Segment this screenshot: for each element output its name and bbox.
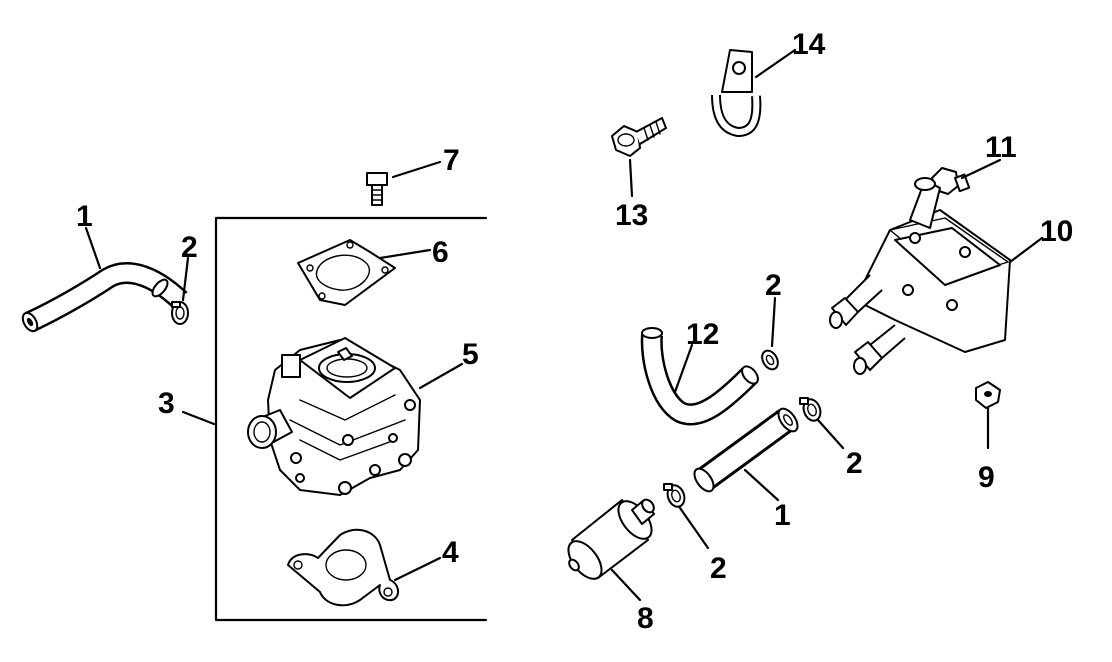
leader-line-14 <box>754 48 797 79</box>
leader-line-13 <box>628 158 634 198</box>
hose-clamp-upper <box>761 349 779 371</box>
carburetor-gasket-upper <box>297 239 396 306</box>
callout-12: 12 <box>686 318 719 351</box>
fuel-hose-straight <box>693 407 799 493</box>
leader-line-11 <box>960 158 1002 180</box>
leader-line-4 <box>393 556 442 582</box>
carburetor-gasket-lower <box>287 528 399 607</box>
fuel-hose-left <box>21 262 188 333</box>
callout-3: 3 <box>158 387 175 420</box>
callout-2-lower: 2 <box>710 552 727 585</box>
bolt <box>611 117 667 157</box>
leader-line-2-lower <box>678 506 710 550</box>
leader-line-12 <box>673 343 694 394</box>
fuel-hose-curved <box>640 327 759 426</box>
leader-line-1-straight <box>743 468 780 502</box>
leader-line-6 <box>378 248 432 260</box>
callout-1-left: 1 <box>76 200 93 233</box>
leader-line-10 <box>1008 236 1044 264</box>
callout-14: 14 <box>792 28 826 61</box>
callout-7: 7 <box>443 144 460 177</box>
leader-line-7 <box>391 160 442 179</box>
leader-line-1-left <box>84 226 102 270</box>
callout-2-right: 2 <box>846 447 863 480</box>
leader-line-2-left <box>181 256 190 302</box>
callout-2-left: 2 <box>181 231 198 264</box>
hose-clamp-right <box>799 397 822 422</box>
kit-bracket <box>214 216 488 622</box>
leader-line-8 <box>610 568 642 602</box>
fuel-filter <box>567 498 655 580</box>
callout-1-straight: 1 <box>774 499 791 532</box>
hose-clamp-left <box>171 301 189 325</box>
hex-nut <box>975 381 1001 409</box>
callout-10: 10 <box>1040 215 1073 248</box>
callout-5: 5 <box>462 338 479 371</box>
carburetor <box>247 337 421 496</box>
callout-8: 8 <box>637 602 654 635</box>
leader-line-2-upper <box>770 296 777 348</box>
fuel-pump <box>829 177 1011 375</box>
hose-clip <box>711 49 762 138</box>
callout-2-upper: 2 <box>765 269 782 302</box>
leader-line-3 <box>181 410 216 426</box>
leader-line-5 <box>418 362 464 390</box>
callout-6: 6 <box>432 236 449 269</box>
callout-4: 4 <box>442 536 459 569</box>
hose-clamp-lower <box>663 483 686 508</box>
callout-9: 9 <box>978 461 995 494</box>
callout-11: 11 <box>985 131 1017 164</box>
carburetor-screw <box>366 172 388 206</box>
callout-13: 13 <box>615 199 648 232</box>
leader-line-2-right <box>816 418 845 450</box>
